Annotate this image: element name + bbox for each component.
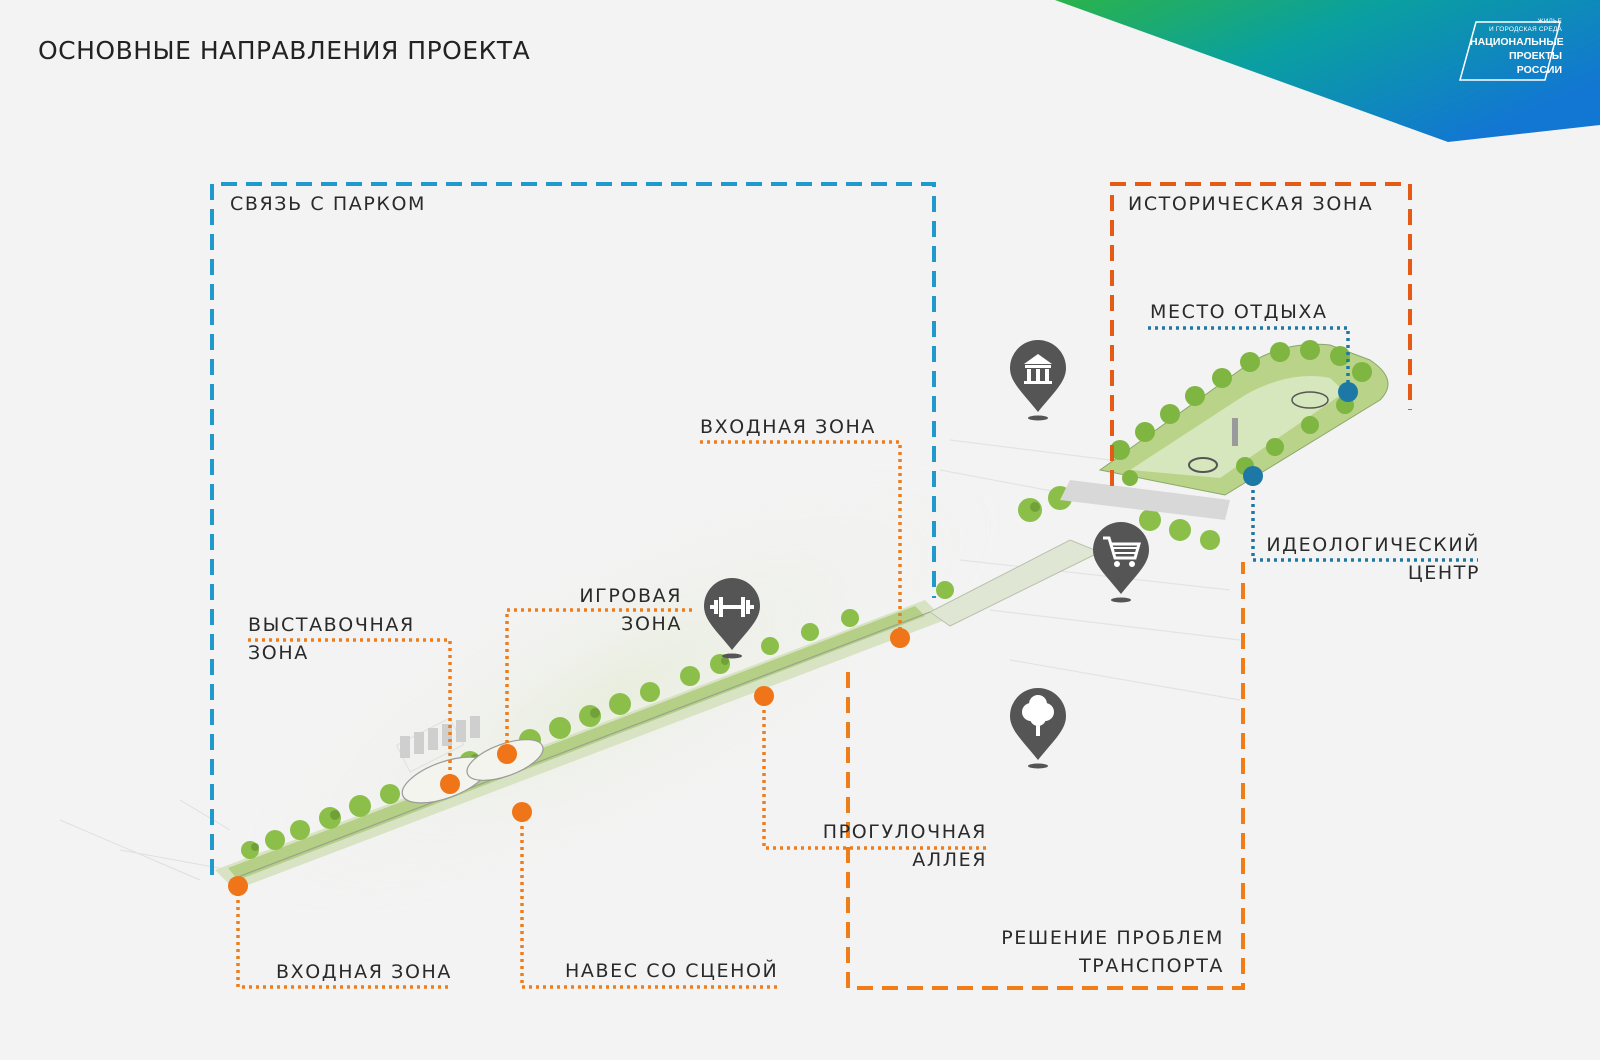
logo-banner xyxy=(1055,0,1600,142)
logo-text: ЖИЛЬЕ И ГОРОДСКАЯ СРЕДА НАЦИОНАЛЬНЫЕ ПРО… xyxy=(1470,18,1564,76)
logo-emblem-icon xyxy=(1459,21,1561,81)
callout-canopy: НАВЕС СО СЦЕНОЙ xyxy=(565,960,779,982)
marker-exhibition xyxy=(440,774,460,794)
leader-entrance-bottom xyxy=(236,886,452,989)
page-title: ОСНОВНЫЕ НАПРАВЛЕНИЯ ПРОЕКТА xyxy=(38,36,531,65)
marker-rest xyxy=(1338,382,1358,402)
callout-walk-line1: ПРОГУЛОЧНАЯ xyxy=(822,821,987,843)
leader-entrance-top xyxy=(700,440,902,638)
transport-zone-frame xyxy=(846,562,1245,990)
logo-small-line2: И ГОРОДСКАЯ СРЕДА xyxy=(1488,26,1562,33)
callout-play: ИГРОВАЯ ЗОНА xyxy=(579,582,682,638)
marker-entrance-bottom xyxy=(228,876,248,896)
marker-ideology xyxy=(1243,466,1263,486)
marker-canopy xyxy=(512,802,532,822)
tree-pin-icon xyxy=(1010,688,1066,769)
callout-walk-line2: АЛЛЕЯ xyxy=(912,849,987,871)
callout-rest: МЕСТО ОТДЫХА xyxy=(1150,301,1328,323)
callout-ideology-line1: ИДЕОЛОГИЧЕСКИЙ xyxy=(1266,534,1480,556)
callout-ideology: ИДЕОЛОГИЧЕСКИЙ ЦЕНТР xyxy=(1266,531,1480,587)
callout-walk: ПРОГУЛОЧНАЯ АЛЛЕЯ xyxy=(823,818,987,874)
zone-label-transport: РЕШЕНИЕ ПРОБЛЕМ ТРАНСПОРТА xyxy=(1001,924,1224,980)
leader-ideology xyxy=(1251,476,1478,562)
callout-exhibition-line2: ЗОНА xyxy=(248,642,309,664)
leader-walk xyxy=(762,696,987,850)
logo-big-line1: НАЦИОНАЛЬНЫЕ xyxy=(1470,36,1564,48)
callout-entrance-bottom: ВХОДНАЯ ЗОНА xyxy=(276,961,452,983)
callout-play-line2: ЗОНА xyxy=(621,613,682,635)
marker-play xyxy=(497,744,517,764)
park-zone-frame xyxy=(210,182,936,875)
logo-big-line3: РОССИИ xyxy=(1516,64,1562,76)
callout-entrance-top: ВХОДНАЯ ЗОНА xyxy=(700,416,876,438)
callout-play-line1: ИГРОВАЯ xyxy=(579,585,682,607)
dumbbell-pin-icon xyxy=(704,578,760,659)
logo-small-line1: ЖИЛЬЕ xyxy=(1537,18,1562,25)
markers xyxy=(228,382,1358,896)
marker-walk xyxy=(754,686,774,706)
alley-strip xyxy=(215,486,1220,890)
callout-exhibition-line1: ВЫСТАВОЧНАЯ xyxy=(248,614,415,636)
callout-exhibition: ВЫСТАВОЧНАЯ ЗОНА xyxy=(248,611,415,667)
logo-big-line2: ПРОЕКТЫ xyxy=(1509,50,1562,62)
zone-label-transport-line1: РЕШЕНИЕ ПРОБЛЕМ xyxy=(1001,927,1224,949)
leader-play xyxy=(505,608,692,754)
historic-zone-frame xyxy=(1110,182,1412,486)
zone-label-historic: ИСТОРИЧЕСКАЯ ЗОНА xyxy=(1128,193,1374,215)
museum-pin-icon xyxy=(1010,340,1066,421)
zone-label-park: СВЯЗЬ С ПАРКОМ xyxy=(230,193,427,215)
leader-canopy xyxy=(520,812,778,989)
orange-leaders xyxy=(236,440,987,989)
zone-label-transport-line2: ТРАНСПОРТА xyxy=(1079,955,1224,977)
callout-ideology-line2: ЦЕНТР xyxy=(1407,562,1480,584)
marker-entrance-top xyxy=(890,628,910,648)
cart-pin-icon xyxy=(1093,522,1149,603)
blue-leaders xyxy=(1148,326,1478,562)
historic-park xyxy=(1060,340,1389,520)
